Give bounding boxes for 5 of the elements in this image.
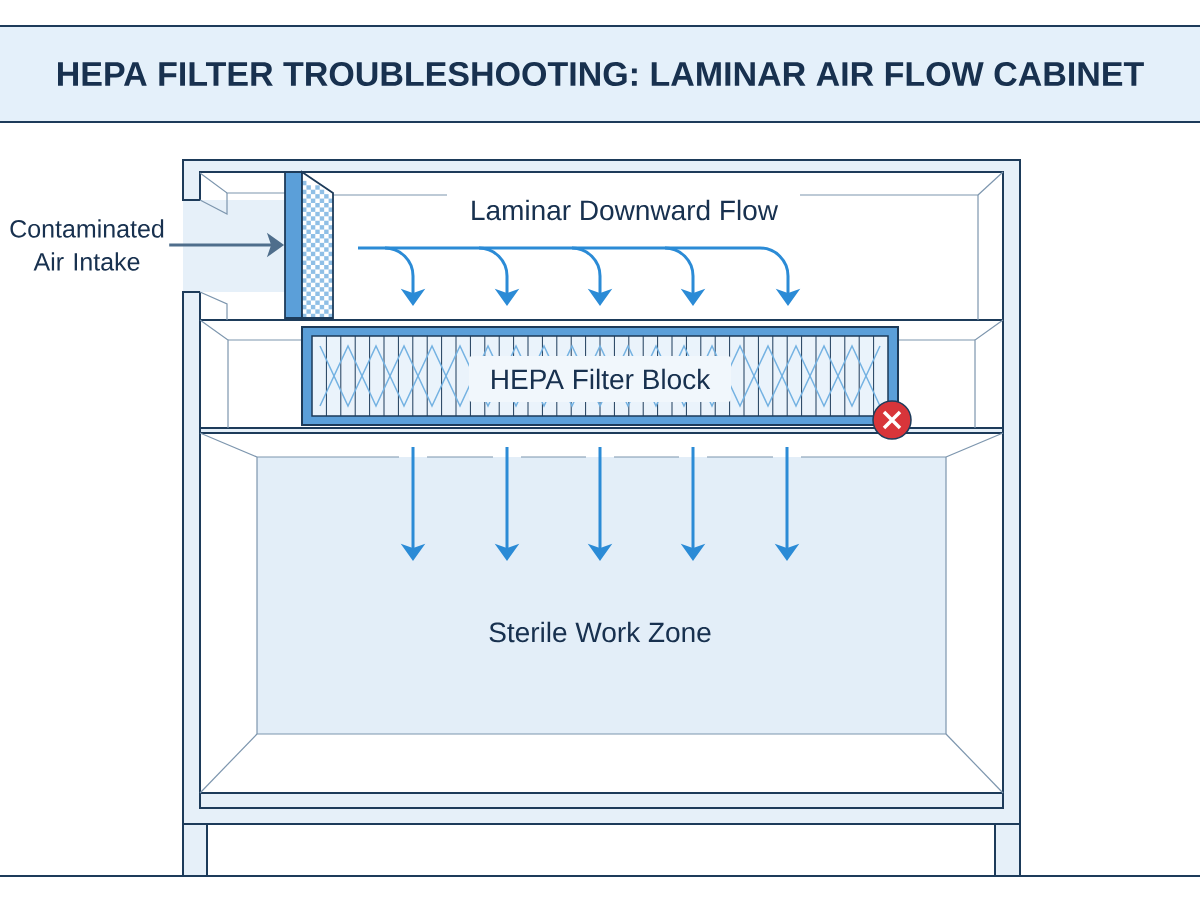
filter-block: HEPA Filter Block	[301, 326, 899, 426]
intake-label: Contaminated Air Intake	[10, 219, 164, 271]
flow-label: Laminar Downward Flow	[472, 199, 779, 221]
title-banner: HEPA FILTER TROUBLESHOOTING: LAMINAR AIR FLOW CABINET	[0, 25, 1200, 123]
work-zone-panel: Sterile Work Zone	[256, 456, 947, 735]
